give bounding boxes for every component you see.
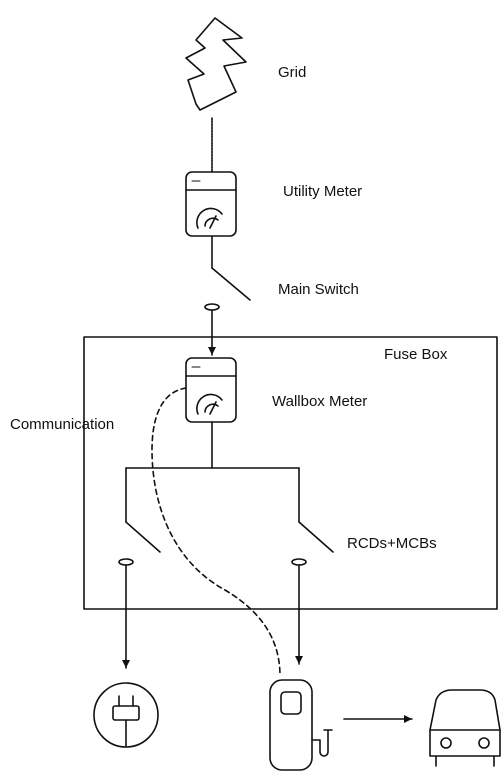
wallbox-meter-icon	[185, 357, 237, 423]
ev-charger-icon	[269, 679, 333, 771]
fuse-box-label: Fuse Box	[384, 346, 448, 363]
right-breaker-icon	[298, 521, 334, 553]
main-feed-terminal	[204, 303, 220, 356]
communication-label: Communication	[10, 416, 115, 433]
grid-label: Grid	[278, 64, 307, 81]
wallbox-meter-label: Wallbox Meter	[272, 393, 368, 410]
car-icon	[429, 689, 501, 767]
main-switch-label: Main Switch	[278, 281, 359, 298]
fuse-box-frame	[83, 336, 498, 610]
utility-meter-label: Utility Meter	[283, 183, 363, 200]
communication-line	[151, 387, 281, 677]
utility-meter-icon	[185, 171, 237, 237]
left-breaker-icon	[125, 521, 161, 553]
rcds-mcbs-label: RCDs+MCBs	[347, 535, 437, 552]
left-terminal	[118, 558, 134, 566]
power-socket-icon	[93, 682, 159, 748]
right-terminal	[291, 558, 307, 566]
lightning-bolt-icon	[185, 17, 247, 111]
main-switch-icon	[211, 267, 251, 301]
